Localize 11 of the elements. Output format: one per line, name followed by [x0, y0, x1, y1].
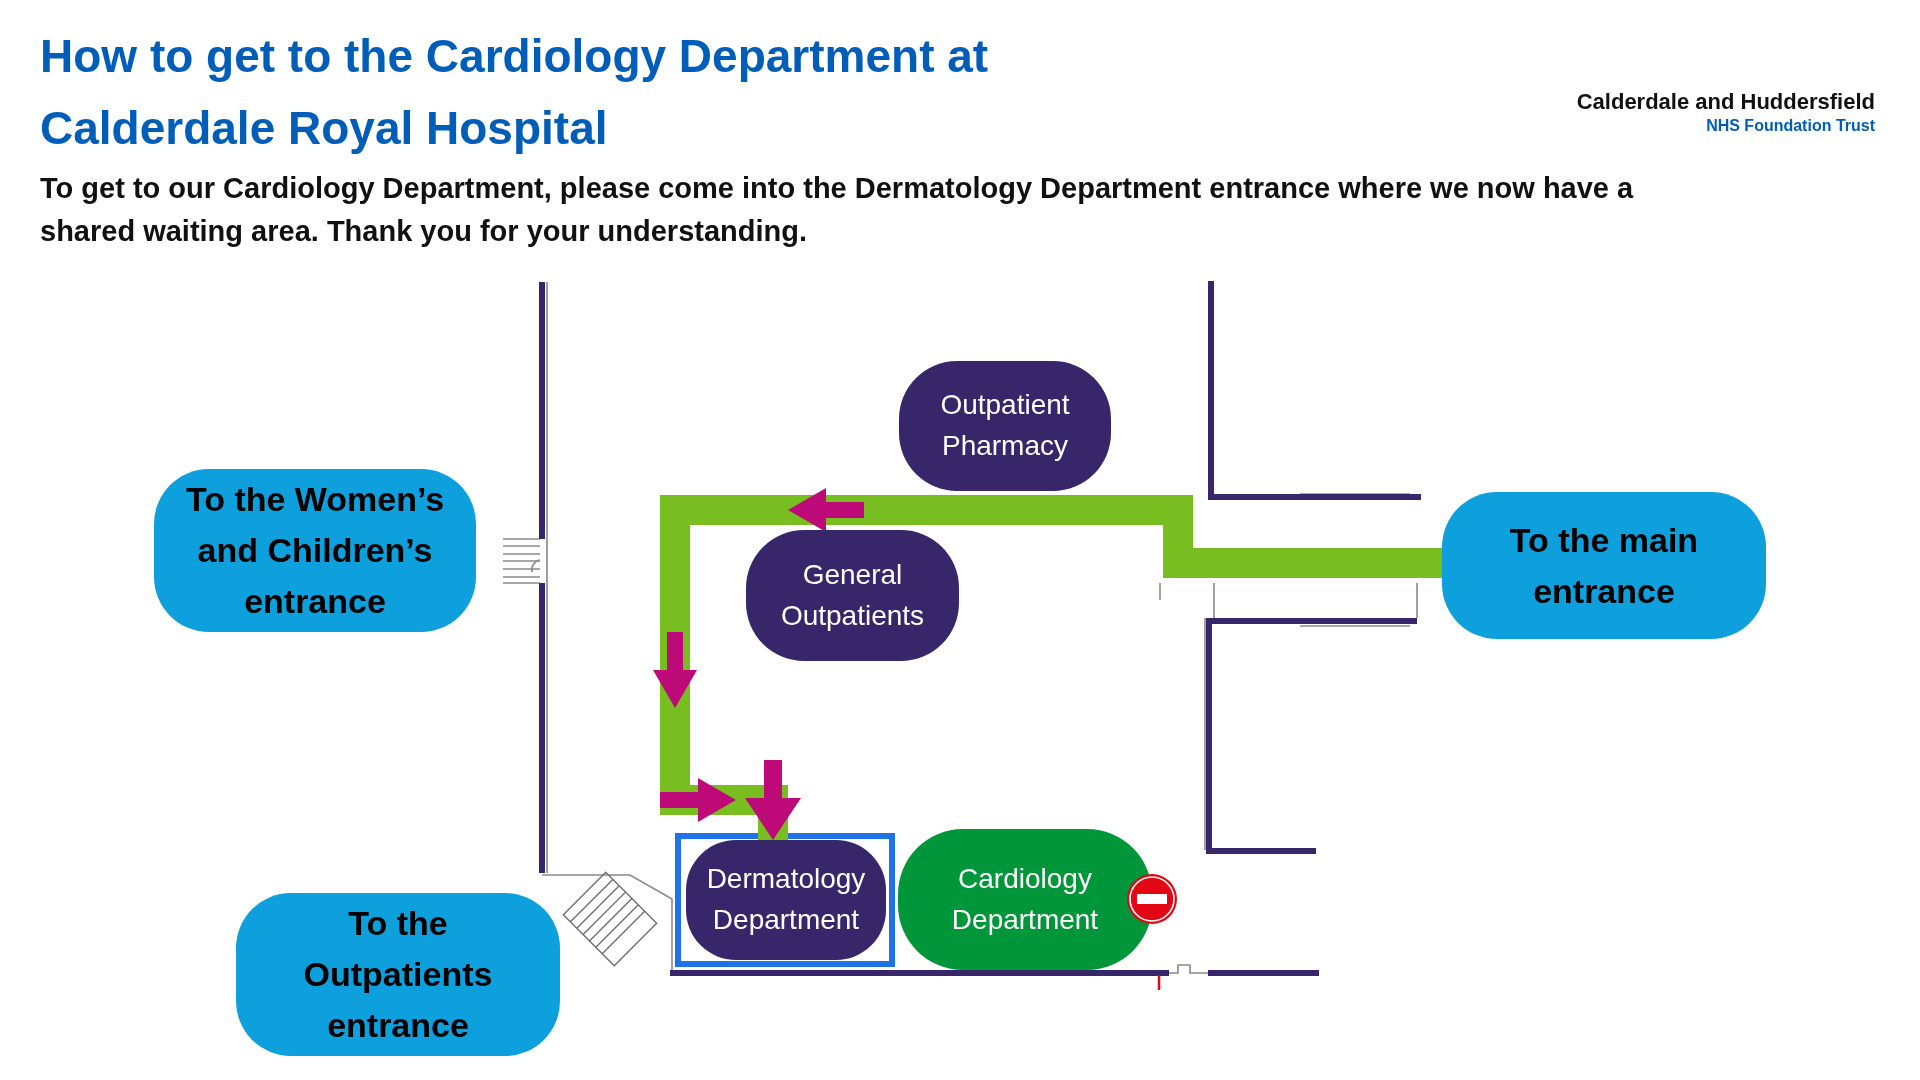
- department-box: Dermatology Department: [686, 840, 886, 960]
- organisation-subtitle: NHS Foundation Trust: [1706, 116, 1875, 136]
- title: How to get to the Cardiology Department at Calderdale Royal Hospital: [40, 29, 990, 156]
- department-box: Outpatient Pharmacy: [899, 361, 1111, 491]
- organisation-name: Calderdale and Huddersfield: [1576, 88, 1875, 116]
- route-line: [660, 495, 1442, 840]
- intro-text: To get to our Cardiology Department, please come into the Dermatology Department entrance where we now have a shared waiting area. Thank you for your understanding.: [40, 171, 1635, 249]
- entrance-box: To the main entrance: [1442, 492, 1766, 639]
- entrance-box: To the Outpatients entrance: [236, 893, 560, 1056]
- department-box: General Outpatients: [746, 530, 959, 661]
- entrance-box: To the Women’s and Children’s entrance: [154, 469, 476, 632]
